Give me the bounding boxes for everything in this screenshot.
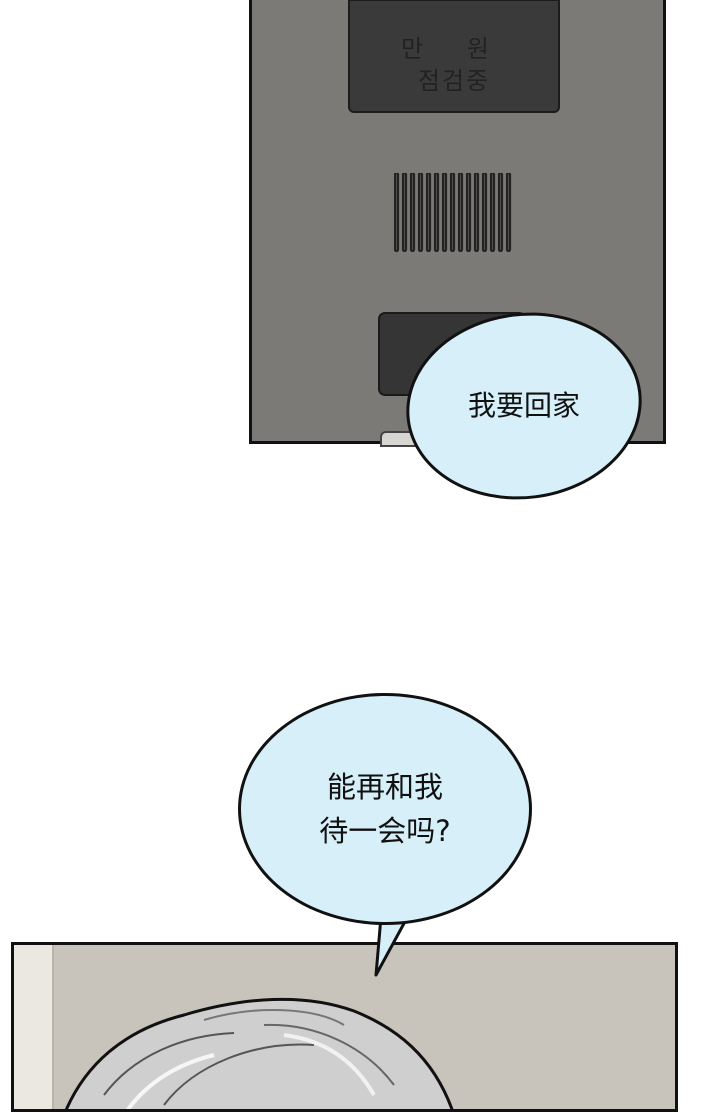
- screen-text-line2: 점검중: [417, 67, 491, 95]
- speech-bubble-bottom: 能再和我 待一会吗?: [238, 693, 532, 925]
- machine-display-screen: 만 원 점검중: [348, 0, 560, 113]
- comic-panel-character: [11, 942, 678, 1112]
- screen-text-line1: 만 원: [401, 35, 507, 63]
- speech-bubble-bottom-text: 能再和我 待一会吗?: [319, 770, 451, 848]
- character-hair-illustration: [65, 997, 454, 1109]
- speech-bubble-top-text: 我要回家: [467, 389, 581, 423]
- machine-vent-grille: [394, 173, 512, 253]
- wall-edge: [14, 945, 54, 1109]
